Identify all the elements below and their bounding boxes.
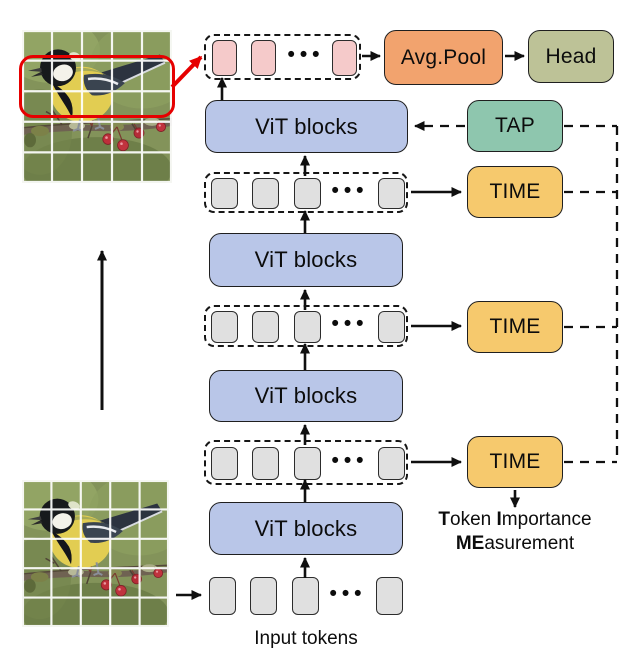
token <box>378 447 405 480</box>
caption-line-1: Token Importance <box>438 509 592 530</box>
vit-blocks-box-2: ViT blocks <box>209 370 403 422</box>
tap-label: TAP <box>495 114 535 137</box>
head-box: Head <box>528 30 614 83</box>
pink-token <box>332 40 357 76</box>
token <box>209 577 236 615</box>
vit-blocks-box-4: ViT blocks <box>205 100 408 153</box>
time-box-2: TIME <box>467 301 563 353</box>
token-row-layer1: ••• <box>204 440 408 485</box>
token <box>292 577 319 615</box>
ellipsis-dots: ••• <box>331 448 369 472</box>
input-token-row: ••• <box>204 577 408 615</box>
token <box>252 178 279 209</box>
token-row-layer2: ••• <box>204 305 408 347</box>
token <box>252 447 279 480</box>
vit-blocks-box-3: ViT blocks <box>209 233 403 287</box>
pink-token <box>251 40 276 76</box>
token <box>294 178 321 209</box>
input-image-bottom <box>22 480 169 627</box>
token <box>211 178 238 209</box>
token <box>294 447 321 480</box>
vit-blocks-label: ViT blocks <box>255 113 358 139</box>
time-acronym-caption: Token Importance MEasurement <box>405 508 625 556</box>
avg-pool-label: Avg.Pool <box>400 45 487 69</box>
token <box>252 311 279 343</box>
vit-blocks-label: ViT blocks <box>254 383 358 408</box>
vit-blocks-label: ViT blocks <box>254 515 358 541</box>
input-tokens-label: Input tokens <box>254 628 358 649</box>
bird-photo <box>22 480 169 627</box>
time-label: TIME <box>489 315 541 338</box>
token <box>250 577 277 615</box>
selected-patches-highlight <box>19 55 175 118</box>
avg-pool-box: Avg.Pool <box>384 30 503 85</box>
token <box>376 577 403 615</box>
tap-box: TAP <box>467 100 563 152</box>
token <box>378 178 405 209</box>
caption-line-2: MEasurement <box>455 533 575 554</box>
ellipsis-dots: ••• <box>329 582 367 606</box>
head-label: Head <box>545 44 597 68</box>
time-label: TIME <box>489 180 541 203</box>
ellipsis-dots: ••• <box>331 178 369 202</box>
time-box-1: TIME <box>467 436 563 488</box>
token <box>211 447 238 480</box>
time-label: TIME <box>489 450 541 473</box>
token <box>378 311 405 343</box>
vit-blocks-box-1: ViT blocks <box>209 502 403 555</box>
token-row-layer3: ••• <box>204 172 408 213</box>
time-box-3: TIME <box>467 166 563 218</box>
kept-token-row: ••• <box>204 34 361 80</box>
pink-token <box>212 40 237 76</box>
patch-selection-arrow <box>170 55 203 89</box>
ellipsis-dots: ••• <box>287 43 325 67</box>
token <box>294 311 321 343</box>
vit-blocks-label: ViT blocks <box>254 247 358 272</box>
token <box>211 311 238 343</box>
ellipsis-dots: ••• <box>331 312 369 336</box>
